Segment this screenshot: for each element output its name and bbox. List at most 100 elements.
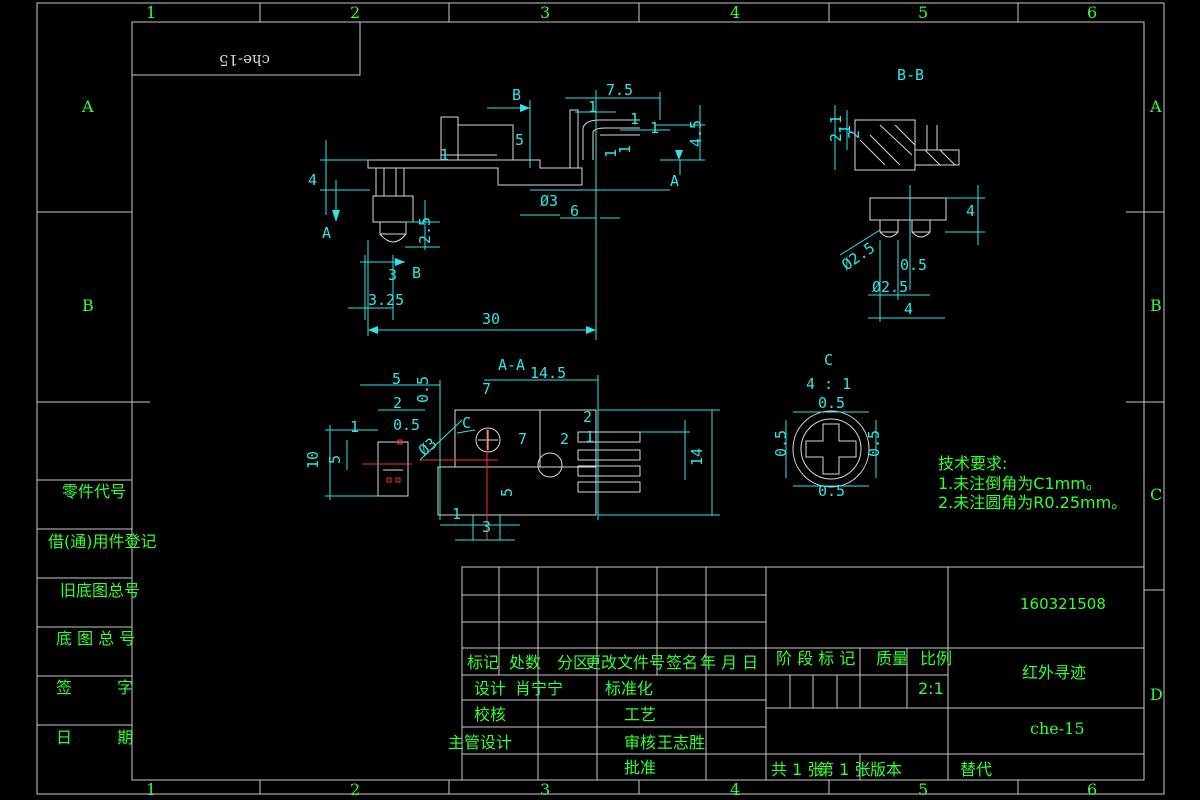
tb-ratio: 比例 <box>920 649 952 668</box>
view-bb-dimensions: 2.1 1 2 4 Ø2.5 0.5 Ø2.5 4 <box>827 105 985 322</box>
dim-label: 0.5 <box>900 256 927 274</box>
col-label: 4 <box>730 780 740 799</box>
dim-label: 6 <box>570 202 579 220</box>
tb-replace: 替代 <box>960 760 992 779</box>
dim-label: 5 <box>326 455 344 464</box>
dim-label: 1 <box>836 125 854 134</box>
tb-code: che-15 <box>1030 719 1085 738</box>
view-title-c: C <box>824 351 833 369</box>
side-table-label: 零件代号 <box>62 482 126 501</box>
section-marker: A <box>670 172 679 190</box>
dim-label: Ø3 <box>540 192 558 210</box>
dim-label: Ø2.5 <box>872 278 908 296</box>
tb-approve: 批准 <box>624 758 656 777</box>
dim-label: 1 <box>650 119 659 137</box>
row-label: C <box>1150 485 1162 504</box>
dim-label: 3 <box>388 266 397 284</box>
main-view <box>367 109 640 243</box>
tb-sheets-total: 共 1 张 <box>771 760 823 779</box>
tb-designer: 肖宁宁 <box>515 679 563 698</box>
dim-label: 5 <box>498 488 516 497</box>
tb-title: 红外寻迹 <box>1022 663 1086 682</box>
col-label: 5 <box>918 780 928 799</box>
dim-label: 0.5 <box>772 430 790 457</box>
zone-labels: 1 2 3 4 5 6 1 2 3 4 5 6 A B A B C D <box>81 3 1163 799</box>
tech-requirements: 技术要求: 1.未注倒角为C1mm。 2.未注圆角为R0.25mm。 <box>938 454 1127 512</box>
row-label: A <box>1149 97 1162 116</box>
tb-reviewer: 王志胜 <box>657 733 705 752</box>
col-label: 3 <box>540 3 550 22</box>
dim-label: 1 <box>440 146 449 164</box>
dim-label: 2 <box>393 394 402 412</box>
section-marker: B <box>412 264 421 282</box>
dim-label: 1 <box>588 98 597 116</box>
dim-label: 4 <box>966 202 975 220</box>
dim-label: 1 <box>630 110 639 128</box>
dim-label: 5 <box>392 370 401 388</box>
dim-label: 0.5 <box>393 416 420 434</box>
dim-label: 1 <box>602 149 620 158</box>
tb-header: 签名 <box>666 653 698 672</box>
col-label: 1 <box>146 3 156 22</box>
dim-label: 2 <box>560 430 569 448</box>
col-label: 5 <box>918 3 928 22</box>
dim-label: 1 <box>616 145 634 154</box>
dim-label: 3 <box>482 518 491 536</box>
dim-label: 30 <box>482 310 500 328</box>
tb-version: 版本 <box>870 760 902 779</box>
view-aa-dimensions: 14.5 5 2 0.5 0.5 1 7 2 2 1 7 14 10 5 Ø3 … <box>304 364 720 541</box>
row-label: B <box>82 296 94 315</box>
view-title-aa: A-A <box>498 356 525 374</box>
tb-header: 分区 <box>557 653 589 672</box>
mirrored-label-box: che-15 <box>131 21 361 76</box>
title-block: 标记 处数 分区 更改文件号 签名 年 月 日 设计 肖宁宁 标准化 校核 工艺… <box>448 566 1145 781</box>
col-label: 2 <box>350 3 360 22</box>
side-table-label: 旧底图总号 <box>60 581 140 600</box>
main-view-dimensions: 7.5 1 1 1 4.5 1 1 5 1 4 2.5 Ø3 6 3 3.25 … <box>308 81 705 340</box>
detail-c: C 4 : 1 0.5 0.5 0.5 0.5 <box>772 351 883 500</box>
row-label: D <box>1150 685 1163 704</box>
dim-label: 7 <box>518 430 527 448</box>
dim-label: 2.5 <box>416 217 434 244</box>
tb-drawing-number: 160321508 <box>1020 595 1106 613</box>
tb-header: 更改文件号 <box>585 653 665 672</box>
tb-weight: 质量 <box>876 649 908 668</box>
tb-design: 设计 <box>474 679 506 698</box>
tb-review: 审核 <box>624 733 656 752</box>
dim-label: 1 <box>350 418 359 436</box>
dim-label: 3.25 <box>368 291 404 309</box>
dim-label: 10 <box>304 451 322 469</box>
row-label: B <box>1150 296 1162 315</box>
dim-label: 2 <box>845 130 863 139</box>
section-marker: B <box>512 86 521 104</box>
section-marker: A <box>322 224 331 242</box>
detail-scale: 4 : 1 <box>806 375 851 393</box>
tech-title: 技术要求: <box>938 454 1007 473</box>
col-label: 3 <box>540 780 550 799</box>
tb-standardization: 标准化 <box>605 679 653 698</box>
dim-label: 14 <box>688 448 706 466</box>
tb-scale: 2:1 <box>918 679 944 698</box>
tb-chief-design: 主管设计 <box>448 733 512 752</box>
dim-label: 1 <box>585 428 594 446</box>
col-label: 6 <box>1087 780 1097 799</box>
dim-label: 2.1 <box>827 115 845 142</box>
col-label: 4 <box>730 3 740 22</box>
section-marker: C <box>462 414 471 432</box>
dim-label: 4 <box>308 171 317 189</box>
view-title-bb: B-B <box>897 66 924 84</box>
view-bb: B-B <box>854 66 960 290</box>
tb-process: 工艺 <box>624 705 656 724</box>
col-label: 1 <box>146 780 156 799</box>
dim-label: 2 <box>583 408 592 426</box>
dim-label: 4.5 <box>687 120 705 147</box>
tb-header: 处数 <box>509 653 541 672</box>
tb-check: 校核 <box>474 705 506 724</box>
dim-label: 1 <box>452 505 461 523</box>
mirrored-label: che-15 <box>219 51 270 69</box>
side-table: 零件代号 借(通)用件登记 旧底图总号 底 图 总 号 签 字 日 期 <box>37 479 157 747</box>
tech-item: 1.未注倒角为C1mm。 <box>938 474 1102 493</box>
tb-sheet-no: 第 1 张 <box>818 760 870 779</box>
tech-item: 2.未注圆角为R0.25mm。 <box>938 493 1127 512</box>
